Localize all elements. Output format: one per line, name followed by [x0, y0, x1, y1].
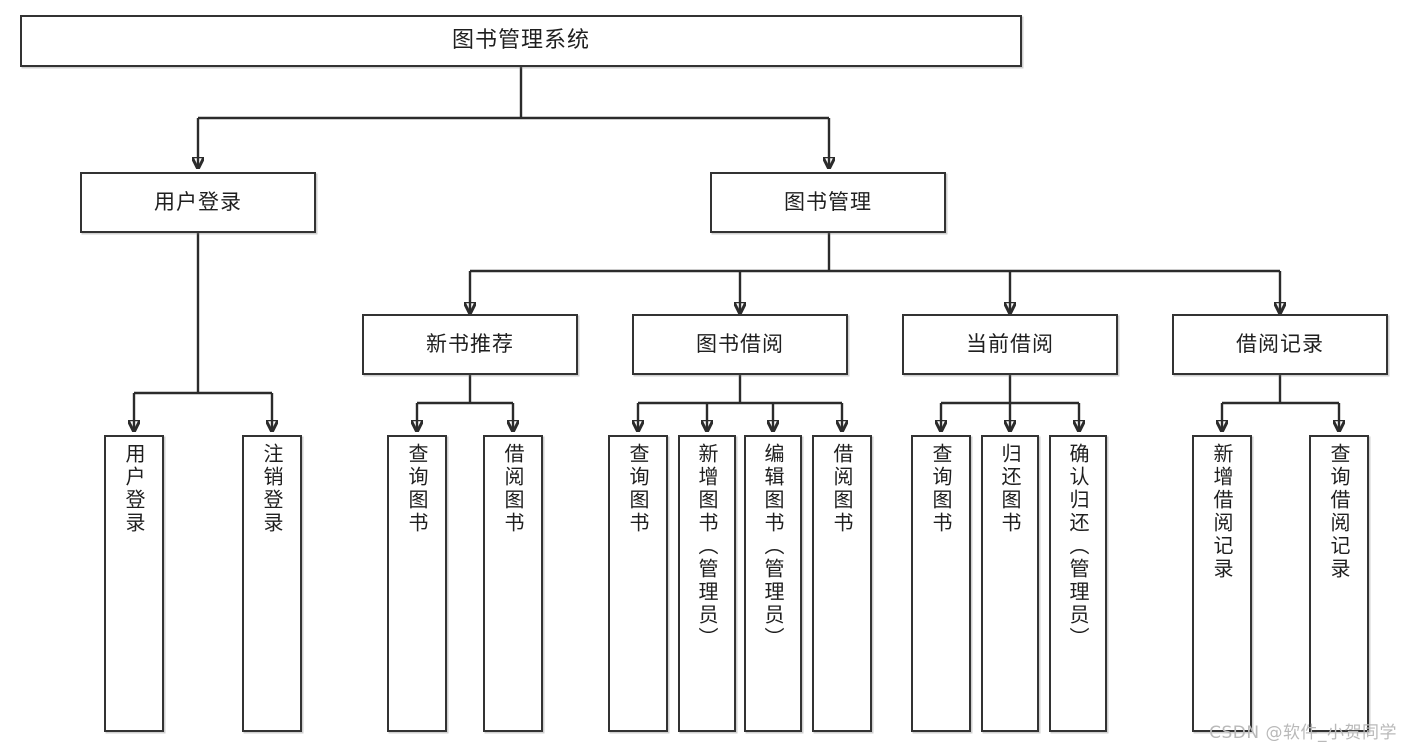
leaf-borrow-add-book-label: 新增图书（管理员）	[695, 443, 719, 650]
leaf-borrow-add-book[interactable]: 新增图书（管理员）	[678, 435, 736, 732]
leaf-current-confirm-return[interactable]: 确认归还（管理员）	[1049, 435, 1107, 732]
leaf-current-return-book-label: 归还图书	[998, 443, 1022, 535]
leaf-recommend-borrow-book[interactable]: 借阅图书	[483, 435, 543, 732]
leaf-borrow-edit-book[interactable]: 编辑图书（管理员）	[744, 435, 802, 732]
node-current-borrow-label: 当前借阅	[966, 332, 1054, 357]
leaf-user-login-login-label: 用户登录	[122, 443, 146, 535]
leaf-current-confirm-return-label: 确认归还（管理员）	[1066, 443, 1090, 650]
leaf-user-login-login[interactable]: 用户登录	[104, 435, 164, 732]
node-new-book-recommend[interactable]: 新书推荐	[362, 314, 578, 375]
leaf-user-login-logout[interactable]: 注销登录	[242, 435, 302, 732]
leaf-borrow-borrow-book[interactable]: 借阅图书	[812, 435, 872, 732]
node-user-login[interactable]: 用户登录	[80, 172, 316, 233]
leaf-borrow-edit-book-label: 编辑图书（管理员）	[761, 443, 785, 650]
leaf-record-query-record-label: 查询借阅记录	[1327, 443, 1351, 581]
node-current-borrow[interactable]: 当前借阅	[902, 314, 1118, 375]
node-root-system-label: 图书管理系统	[451, 28, 590, 54]
leaf-record-add-record[interactable]: 新增借阅记录	[1192, 435, 1252, 732]
leaf-recommend-query-book-label: 查询图书	[405, 443, 429, 535]
leaf-recommend-borrow-book-label: 借阅图书	[501, 443, 525, 535]
csdn-watermark: CSDN @软件_小贺同学	[1209, 723, 1397, 743]
node-borrow-record[interactable]: 借阅记录	[1172, 314, 1388, 375]
leaf-current-query-book-label: 查询图书	[929, 443, 953, 535]
node-borrow-record-label: 借阅记录	[1236, 332, 1324, 357]
leaf-current-return-book[interactable]: 归还图书	[981, 435, 1039, 732]
leaf-record-add-record-label: 新增借阅记录	[1210, 443, 1234, 581]
leaf-borrow-query-book[interactable]: 查询图书	[608, 435, 668, 732]
leaf-user-login-logout-label: 注销登录	[260, 443, 284, 535]
leaf-borrow-query-book-label: 查询图书	[626, 443, 650, 535]
leaf-recommend-query-book[interactable]: 查询图书	[387, 435, 447, 732]
leaf-record-query-record[interactable]: 查询借阅记录	[1309, 435, 1369, 732]
leaf-current-query-book[interactable]: 查询图书	[911, 435, 971, 732]
leaf-borrow-borrow-book-label: 借阅图书	[830, 443, 854, 535]
node-root-system[interactable]: 图书管理系统	[20, 15, 1022, 67]
node-book-borrow-label: 图书借阅	[696, 332, 784, 357]
node-new-book-recommend-label: 新书推荐	[426, 332, 514, 357]
node-book-management[interactable]: 图书管理	[710, 172, 946, 233]
node-book-management-label: 图书管理	[784, 190, 872, 215]
node-book-borrow[interactable]: 图书借阅	[632, 314, 848, 375]
node-user-login-label: 用户登录	[154, 190, 242, 215]
